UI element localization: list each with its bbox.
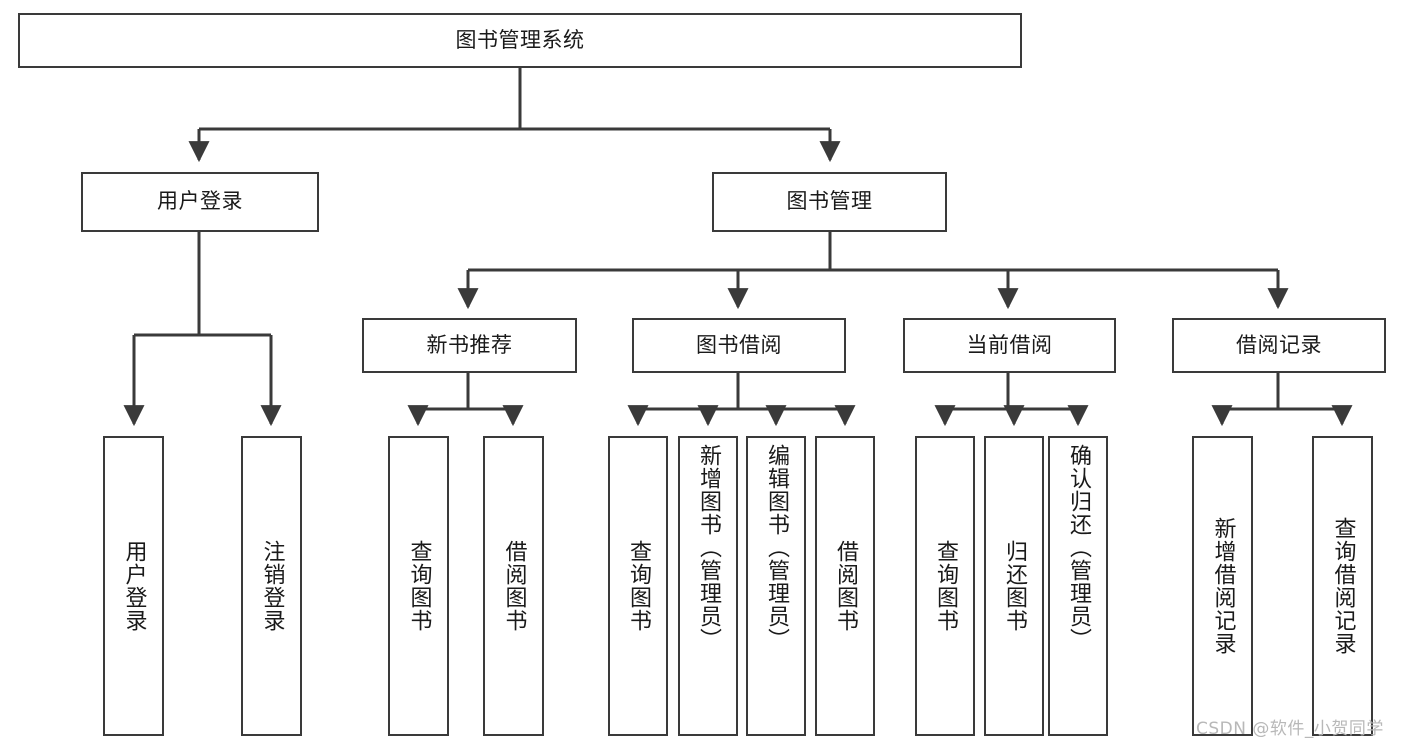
csdn-watermark: CSDN @软件_小贺同学 xyxy=(1196,719,1384,739)
node-leaf-logout-label: 注销登录 xyxy=(259,540,285,632)
node-new-book-recommend[interactable]: 新书推荐 xyxy=(362,318,577,373)
node-leaf-add-borrow-record-label: 新增借阅记录 xyxy=(1210,517,1236,655)
node-user-login-label: 用户登录 xyxy=(157,189,243,214)
node-leaf-logout[interactable]: 注销登录 xyxy=(241,436,302,736)
node-book-management[interactable]: 图书管理 xyxy=(712,172,947,232)
node-leaf-query-book-1[interactable]: 查询图书 xyxy=(388,436,449,736)
node-leaf-query-book-1-label: 查询图书 xyxy=(406,540,432,632)
node-book-borrow-label: 图书借阅 xyxy=(696,332,782,357)
node-leaf-confirm-return-admin[interactable]: 确认归还（管理员） xyxy=(1048,436,1108,736)
node-leaf-edit-book-admin[interactable]: 编辑图书（管理员） xyxy=(746,436,806,736)
node-current-borrow[interactable]: 当前借阅 xyxy=(903,318,1116,373)
node-leaf-confirm-return-admin-label: 确认归还（管理员） xyxy=(1065,444,1091,651)
node-leaf-add-book-admin-label: 新增图书（管理员） xyxy=(695,444,721,651)
node-current-borrow-label: 当前借阅 xyxy=(966,332,1053,357)
node-root-label: 图书管理系统 xyxy=(455,27,585,52)
node-leaf-user-login-label: 用户登录 xyxy=(121,540,147,632)
node-borrow-records-label: 借阅记录 xyxy=(1236,332,1322,357)
node-leaf-return-book-label: 归还图书 xyxy=(1001,540,1027,632)
node-user-login[interactable]: 用户登录 xyxy=(81,172,319,232)
node-leaf-user-login[interactable]: 用户登录 xyxy=(103,436,164,736)
node-leaf-query-book-2[interactable]: 查询图书 xyxy=(608,436,668,736)
node-leaf-add-borrow-record[interactable]: 新增借阅记录 xyxy=(1192,436,1253,736)
node-new-book-recommend-label: 新书推荐 xyxy=(426,332,513,357)
node-leaf-borrow-book-1-label: 借阅图书 xyxy=(501,540,527,632)
node-book-management-label: 图书管理 xyxy=(786,189,873,214)
node-root[interactable]: 图书管理系统 xyxy=(18,13,1022,68)
node-leaf-query-book-3[interactable]: 查询图书 xyxy=(915,436,975,736)
node-leaf-borrow-book-2-label: 借阅图书 xyxy=(832,540,858,632)
node-leaf-query-borrow-record-label: 查询借阅记录 xyxy=(1330,517,1356,655)
node-leaf-borrow-book-2[interactable]: 借阅图书 xyxy=(815,436,875,736)
node-leaf-return-book[interactable]: 归还图书 xyxy=(984,436,1044,736)
node-leaf-add-book-admin[interactable]: 新增图书（管理员） xyxy=(678,436,738,736)
node-leaf-query-book-2-label: 查询图书 xyxy=(625,540,651,632)
node-leaf-borrow-book-1[interactable]: 借阅图书 xyxy=(483,436,544,736)
node-leaf-edit-book-admin-label: 编辑图书（管理员） xyxy=(763,444,789,651)
node-book-borrow[interactable]: 图书借阅 xyxy=(632,318,846,373)
node-leaf-query-borrow-record[interactable]: 查询借阅记录 xyxy=(1312,436,1373,736)
node-leaf-query-book-3-label: 查询图书 xyxy=(932,540,958,632)
node-borrow-records[interactable]: 借阅记录 xyxy=(1172,318,1386,373)
